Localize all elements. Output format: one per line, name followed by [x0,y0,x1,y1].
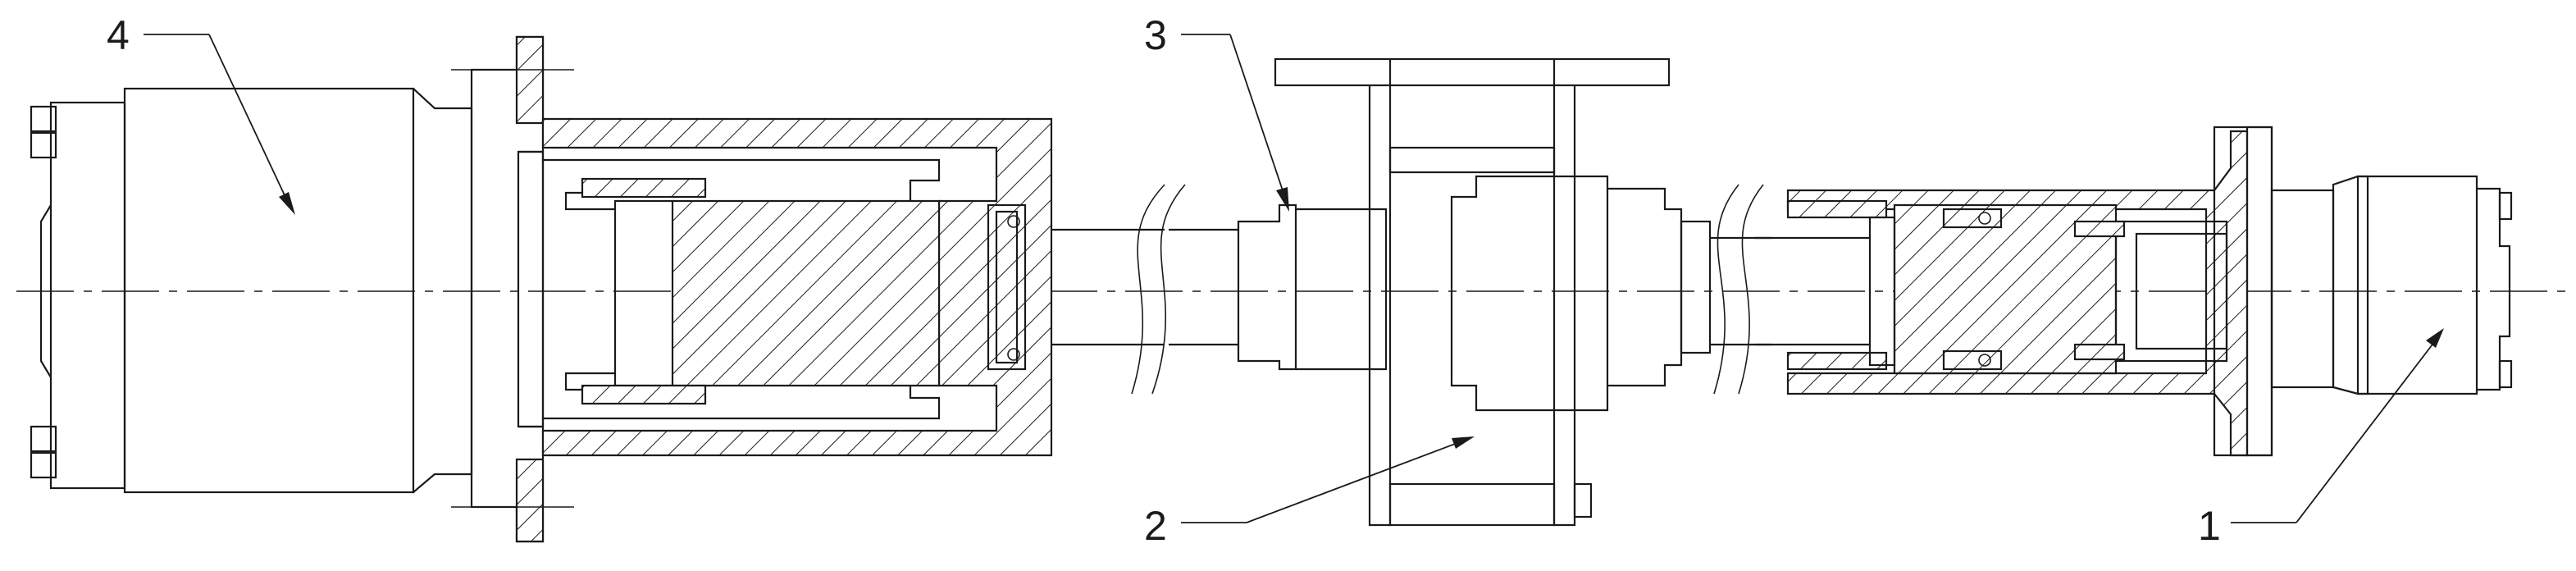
drive-shaft [1051,184,1388,395]
label-part-4: 4 [107,12,130,58]
motor-left [30,87,473,494]
bolt-head-top [30,105,57,133]
motor-flange [451,35,574,543]
callout-1: 1 [2198,328,2444,549]
callout-3: 3 [1144,12,1289,212]
right-coupling-housing [1786,130,2249,457]
center-frame [1274,57,1712,527]
callout-4: 4 [107,12,295,215]
motor-end-cap [49,101,126,490]
bolt-head-right-top [2498,191,2513,221]
label-part-2: 2 [1144,503,1167,549]
label-part-1: 1 [2198,503,2221,549]
bolt-head-bottom [30,425,57,453]
label-part-3: 3 [1144,12,1167,58]
reducer-housing [517,117,1053,457]
callout-2: 2 [1144,436,1475,549]
frame-top-plate [1274,57,1671,87]
bolt-head-right-bottom [2498,359,2513,389]
motor-right [2270,175,2513,395]
motor-right-body [2332,175,2478,395]
drive-shaft-right [1710,184,1870,395]
motor-body [123,87,415,494]
